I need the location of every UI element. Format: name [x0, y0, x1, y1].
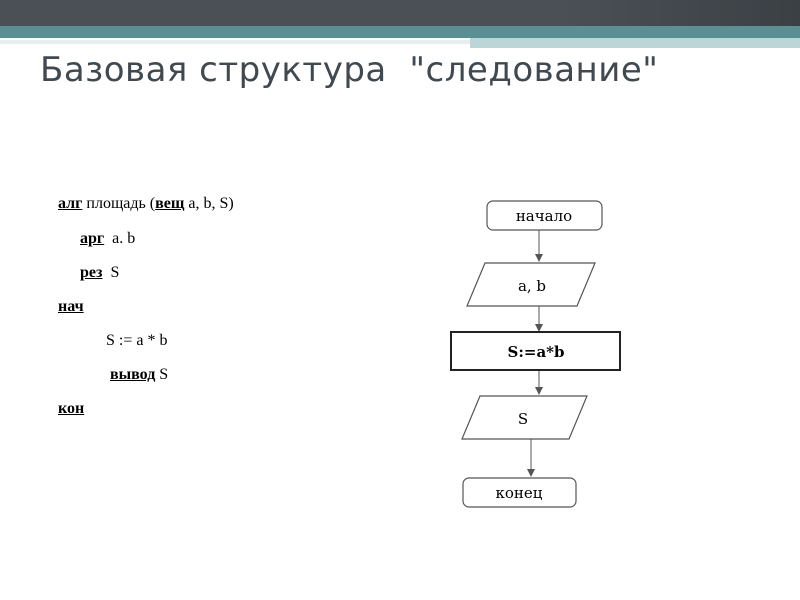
- output-label: S: [518, 410, 528, 428]
- keyword-kon: кон: [58, 400, 85, 417]
- end-label: конец: [496, 484, 543, 502]
- code-text: S := a * b: [106, 332, 168, 349]
- header-band-light: [470, 38, 800, 48]
- start-label: начало: [516, 207, 572, 225]
- code-line-kon: кон: [58, 400, 84, 418]
- code-line-assign: S := a * b: [106, 332, 167, 350]
- code-line-output: вывод S: [110, 366, 168, 384]
- keyword-nach: нач: [58, 298, 84, 315]
- process-box: [450, 331, 621, 371]
- code-text: S: [102, 264, 120, 281]
- keyword-arg: арг: [80, 230, 105, 247]
- code-text: S: [155, 366, 169, 383]
- output-parallelogram: [461, 395, 588, 440]
- code-text: a, b, S): [184, 195, 234, 212]
- header-band-teal: [0, 26, 800, 38]
- input-parallelogram: [466, 262, 596, 307]
- process-label: S:=a*b: [508, 343, 565, 361]
- code-text: площадь (: [82, 195, 156, 212]
- keyword-vyvod: вывод: [110, 366, 156, 383]
- keyword-vesch: вещ: [155, 195, 185, 212]
- start-terminator: [486, 200, 603, 231]
- code-line-rez: рез S: [80, 264, 119, 282]
- code-line-header: алг площадь (вещ a, b, S): [58, 195, 234, 213]
- header-band-shade: [560, 0, 800, 26]
- input-label: a, b: [518, 277, 546, 295]
- slide-title: Базовая структура "следование": [40, 50, 659, 90]
- code-line-arg: арг a. b: [80, 230, 135, 248]
- code-line-nach: нач: [58, 298, 84, 316]
- end-terminator: [462, 477, 577, 508]
- keyword-alg: алг: [58, 195, 83, 212]
- keyword-rez: рез: [80, 264, 103, 281]
- header-band-highlight: [0, 40, 470, 44]
- code-text: a. b: [104, 230, 136, 247]
